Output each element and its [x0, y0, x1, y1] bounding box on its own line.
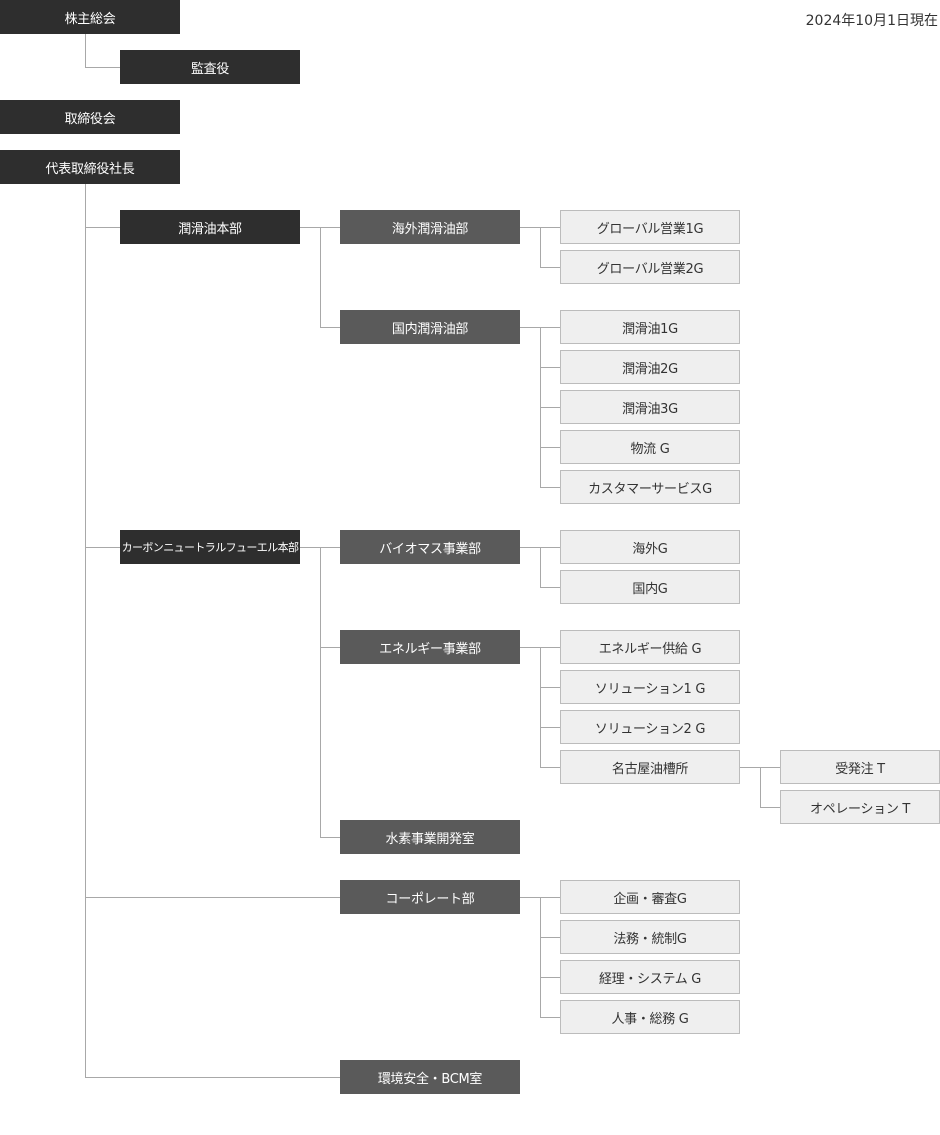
customer-service-g-box: カスタマーサービスG — [560, 470, 740, 504]
corporate-dept-box: コーポレート部 — [340, 880, 520, 914]
board-box: 取締役会 — [0, 100, 180, 134]
as-of-date: 2024年10月1日現在 — [805, 13, 938, 29]
accounting-systems-g-box: 経理・システム G — [560, 960, 740, 994]
shareholders-box: 株主総会 — [0, 0, 180, 34]
energy-dept-box: エネルギー事業部 — [340, 630, 520, 664]
nagoya-depot-box: 名古屋油槽所 — [560, 750, 740, 784]
carbon-neutral-fuel-division-box: カーボンニュートラルフューエル本部 — [120, 530, 300, 564]
global-sales-2g-box: グローバル営業2G — [560, 250, 740, 284]
president-box: 代表取締役社長 — [0, 150, 180, 184]
overseas-lubricants-dept-box: 海外潤滑油部 — [340, 210, 520, 244]
energy-supply-g-box: エネルギー供給 G — [560, 630, 740, 664]
solution-1g-box: ソリューション1 G — [560, 670, 740, 704]
domestic-lubricants-dept-box: 国内潤滑油部 — [340, 310, 520, 344]
planning-review-g-box: 企画・審査G — [560, 880, 740, 914]
logistics-g-box: 物流 G — [560, 430, 740, 464]
lubricants-division-box: 潤滑油本部 — [120, 210, 300, 244]
lubricants-1g-box: 潤滑油1G — [560, 310, 740, 344]
global-sales-1g-box: グローバル営業1G — [560, 210, 740, 244]
biomass-overseas-g-box: 海外G — [560, 530, 740, 564]
biomass-domestic-g-box: 国内G — [560, 570, 740, 604]
auditor-box: 監査役 — [120, 50, 300, 84]
order-team-box: 受発注 T — [780, 750, 940, 784]
hydrogen-office-box: 水素事業開発室 — [340, 820, 520, 854]
operations-team-box: オペレーション T — [780, 790, 940, 824]
solution-2g-box: ソリューション2 G — [560, 710, 740, 744]
hr-general-affairs-g-box: 人事・総務 G — [560, 1000, 740, 1034]
biomass-dept-box: バイオマス事業部 — [340, 530, 520, 564]
safety-bcm-office-box: 環境安全・BCM室 — [340, 1060, 520, 1094]
lubricants-3g-box: 潤滑油3G — [560, 390, 740, 424]
lubricants-2g-box: 潤滑油2G — [560, 350, 740, 384]
legal-control-g-box: 法務・統制G — [560, 920, 740, 954]
